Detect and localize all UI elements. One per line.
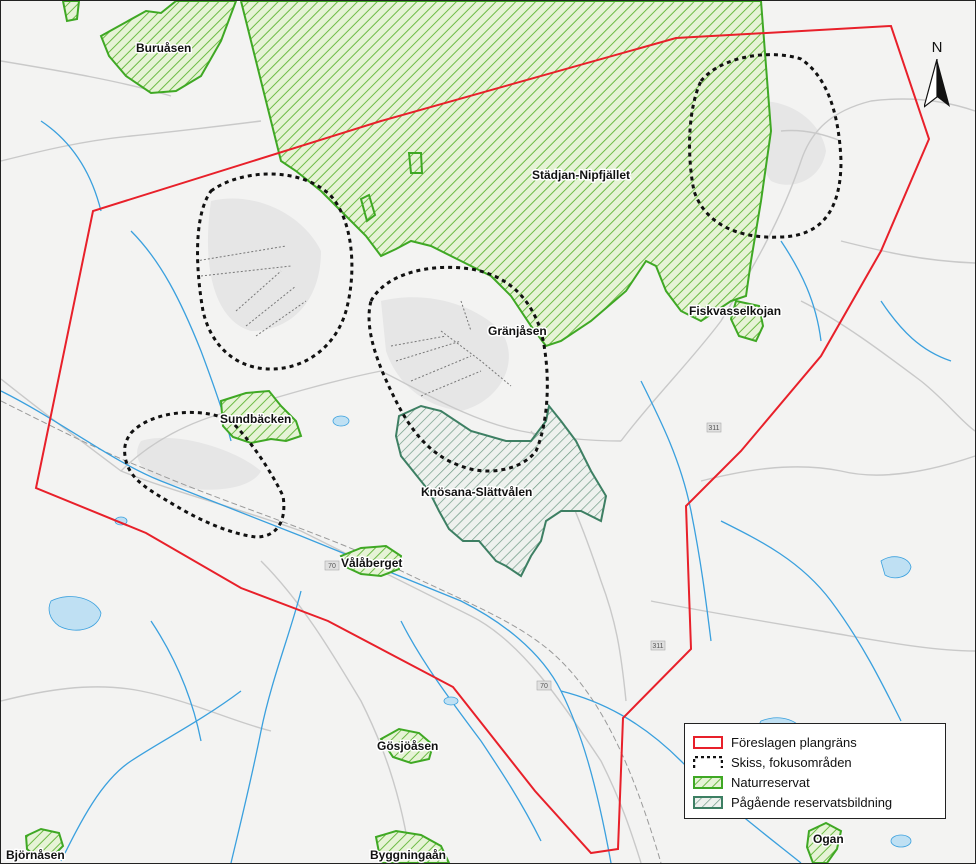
road-number: 311 <box>708 425 719 432</box>
focus-area-granjasen <box>367 265 549 473</box>
road-number: 311 <box>652 643 663 650</box>
label-valaberget: Vålåberget <box>341 556 402 570</box>
label-knosana-slattvalen: Knösana-Slättvålen <box>421 485 532 499</box>
plan-boundary <box>34 24 931 855</box>
reserve-bjornasen <box>24 827 65 859</box>
legend-label: Pågående reservatsbildning <box>731 794 893 810</box>
label-ogan: Ogan <box>813 832 844 846</box>
legend-black-dashed-icon <box>693 755 723 768</box>
reserve-stadjan-nipfjallet <box>239 1 773 348</box>
reserve-ogan <box>805 821 843 863</box>
label-byggningaan: Byggningaån <box>370 848 446 862</box>
reserve-fiskvassel-tail <box>729 299 765 343</box>
label-fiskvasselkojan: Fiskvasselkojan <box>689 304 781 318</box>
turbine-sketches <box>195 245 512 397</box>
label-gosjoasen: Gösjöåsen <box>377 739 438 753</box>
north-arrow: N <box>919 39 955 111</box>
focus-areas <box>123 53 843 539</box>
reserve-top-left-bit <box>61 1 81 23</box>
road-number: 70 <box>540 683 548 690</box>
nature-reserves <box>24 1 843 863</box>
north-label: N <box>931 39 943 56</box>
reserve-byggningaan <box>374 829 451 863</box>
focus-area-northwest <box>196 172 354 371</box>
north-arrow-icon <box>924 59 950 108</box>
label-stadjan-nipfjallet: Städjan-Nipfjället <box>532 168 630 182</box>
legend-label: Skiss, fokusområden <box>731 754 852 770</box>
label-granjasen: Gränjåsen <box>488 324 547 338</box>
legend-label: Naturreservat <box>731 774 810 790</box>
focus-area-east <box>688 53 843 239</box>
legend-item-nature-reserve: Naturreservat <box>693 772 937 792</box>
label-bjornasen: Björnåsen <box>6 848 65 862</box>
pending-reserves <box>394 403 608 578</box>
reserve-knosana-slattvalen <box>394 403 608 578</box>
reserve-sundbacken <box>219 389 303 445</box>
legend: Föreslagen plangräns Skiss, fokusområden… <box>684 723 946 819</box>
legend-item-plan-boundary: Föreslagen plangräns <box>693 732 937 752</box>
reserve-small-2 <box>359 193 377 223</box>
label-buruasen: Buruåsen <box>136 41 191 55</box>
reserve-gosjoasen <box>379 727 435 765</box>
land-areas <box>137 101 826 490</box>
legend-red-outline-icon <box>693 735 723 749</box>
road-number-markers: 311 311 70 70 <box>324 422 722 691</box>
legend-label: Föreslagen plangräns <box>731 734 857 750</box>
label-sundbacken: Sundbäcken <box>220 412 291 426</box>
reserve-valaberget <box>339 544 403 578</box>
place-labels: Buruåsen Städjan-Nipfjället Fiskvasselko… <box>5 40 846 864</box>
legend-green-hatch-icon <box>693 775 723 789</box>
legend-item-pending-reserve: Pågående reservatsbildning <box>693 792 937 812</box>
legend-item-focus-areas: Skiss, fokusområden <box>693 752 937 772</box>
reserve-buruasen <box>99 1 238 95</box>
focus-area-sundbacken <box>123 410 286 539</box>
legend-teal-hatch-icon <box>693 795 723 809</box>
road-number: 70 <box>328 563 336 570</box>
reserve-small-1 <box>407 152 424 174</box>
